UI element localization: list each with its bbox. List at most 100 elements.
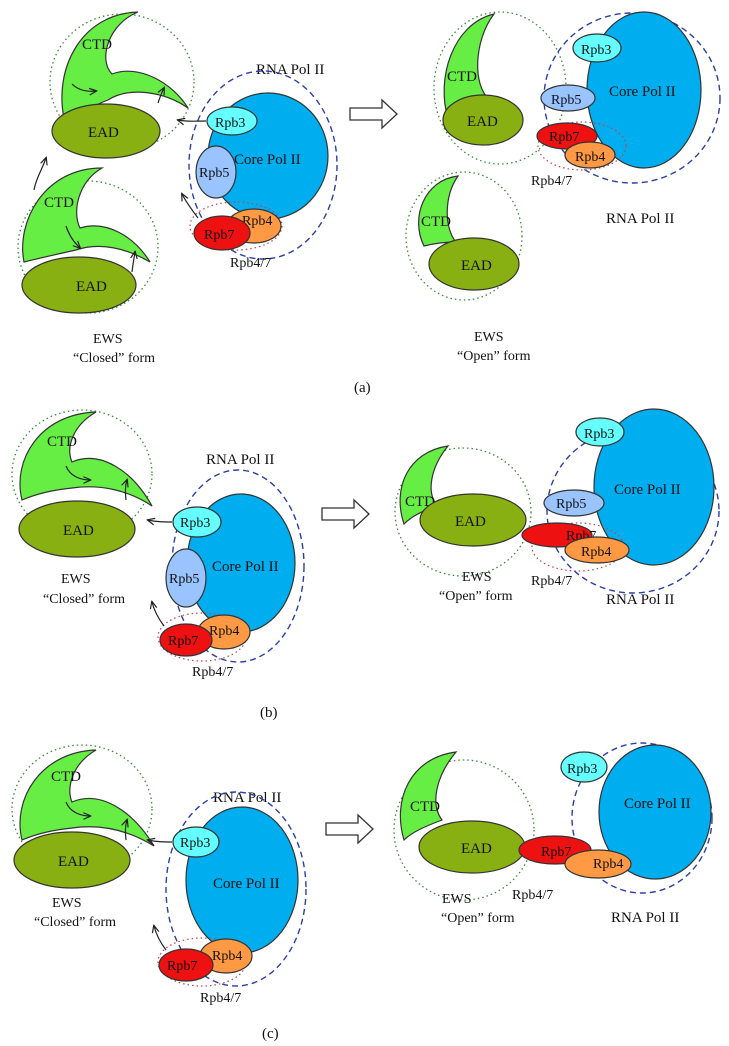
ctd-label: CTD: [421, 214, 451, 230]
arrow: [125, 820, 127, 841]
pol-dashed-outline: [165, 791, 307, 987]
arrow: [178, 120, 207, 121]
ctd-shape: [61, 11, 189, 119]
arrow: [71, 83, 96, 91]
core-pol-ii: [593, 408, 715, 566]
rpb3: [172, 506, 222, 538]
ews-open: CTD EAD: [393, 751, 535, 901]
ead-shape: [18, 500, 136, 558]
dotted-outline: [17, 180, 159, 314]
rpb4-label: Rpb4: [242, 214, 272, 229]
rpb4-label: Rpb4: [212, 949, 242, 964]
rpb47-dotted-outline: [189, 201, 283, 251]
rna-pol-ii-label: RNA Pol II: [606, 592, 674, 608]
arrow: [65, 225, 80, 248]
panel-b: CTD EAD EWS “Closed” form RNA Pol II Cor…: [11, 408, 720, 721]
transition-arrow: [349, 98, 398, 130]
ctd-label: CTD: [44, 195, 74, 211]
open-form-label: “Open” form: [457, 349, 531, 364]
ews-label: EWS: [52, 896, 82, 911]
rpb7-label: Rpb7: [541, 845, 571, 860]
ctd-shape: [19, 749, 155, 847]
arrow: [182, 194, 199, 219]
ead-shape: [13, 831, 131, 889]
rpb3: [575, 417, 625, 447]
rpb3-label: Rpb3: [581, 43, 611, 58]
rpb47-label: Rpb4/7: [512, 888, 553, 903]
ctd-label: CTD: [51, 769, 81, 785]
transition-arrow: [325, 813, 374, 845]
rpb3: [572, 33, 622, 63]
core-pol-ii-label: Core Pol II: [212, 559, 279, 575]
ews-closed-upper: CTD EAD: [49, 11, 195, 159]
ead-shape: [419, 493, 527, 547]
rna-pol-ii-closed: RNA Pol II Core Pol II Rpb3 Rpb4 Rpb7 Rp…: [148, 790, 307, 1006]
arrow: [125, 480, 127, 501]
rpb3-label: Rpb3: [215, 116, 245, 131]
ead-label: EAD: [63, 523, 94, 539]
rpb5: [543, 489, 605, 517]
dotted-outline: [11, 744, 153, 874]
dotted-outline: [393, 759, 535, 901]
arrow: [157, 88, 164, 104]
rpb3: [560, 751, 608, 783]
ead-shape: [51, 103, 161, 159]
rpb5-label: Rpb5: [199, 166, 229, 181]
core-pol-ii-label: Core Pol II: [213, 876, 280, 892]
core-pol-ii-label: Core Pol II: [624, 796, 691, 812]
rna-pol-ii-label: RNA Pol II: [611, 910, 679, 926]
arrow: [33, 158, 46, 191]
arrow: [65, 465, 90, 480]
ews-label: EWS: [442, 892, 472, 907]
rpb47-dotted-outline: [537, 121, 627, 171]
rna-pol-ii-open: Core Pol II Rpb3 Rpb5 Rpb7 Rpb4 Rpb4/7 R…: [521, 408, 720, 608]
dotted-outline: [11, 409, 153, 539]
ctd-shape: [418, 175, 460, 247]
pol-dashed-outline: [571, 742, 713, 894]
dotted-outline: [405, 171, 523, 301]
rpb5: [540, 84, 596, 112]
rpb3-label: Rpb3: [180, 516, 210, 531]
rpb7: [193, 215, 251, 251]
arrow: [148, 520, 173, 522]
core-pol-ii-label: Core Pol II: [609, 84, 676, 100]
rpb4-label: Rpb4: [575, 150, 605, 165]
rpb3-label: Rpb3: [567, 762, 597, 777]
rpb7-label: Rpb7: [549, 130, 579, 145]
rna-pol-ii-open: Core Pol II Rpb3 Rpb5 Rpb7 Rpb4 Rpb4/7 R…: [531, 11, 721, 227]
rpb7-label: Rpb7: [167, 959, 197, 974]
pol-dashed-outline: [188, 70, 338, 260]
rpb7-label: Rpb7: [168, 634, 198, 649]
ews-closed-lower: CTD EAD: [17, 167, 159, 314]
rna-pol-ii-closed: RNA Pol II Core Pol II Rpb3 Rpb5 Rpb4 Rp…: [148, 452, 305, 680]
ews-open-lower: CTD EAD: [405, 171, 523, 301]
rpb47-label: Rpb4/7: [531, 574, 572, 589]
panel-caption: (b): [260, 705, 278, 721]
ead-label: EAD: [455, 514, 486, 530]
arrow: [154, 926, 167, 951]
rpb5-label: Rpb5: [556, 497, 586, 512]
core-pol-ii: [598, 744, 712, 880]
rpb5: [195, 145, 237, 199]
rpb5-label: Rpb5: [169, 572, 199, 587]
panel-a: CTD EAD CTD EAD EWS “Closed” form RNA Po…: [17, 11, 721, 396]
ews-closed: CTD EAD: [11, 409, 153, 558]
rpb4-label: Rpb4: [581, 545, 611, 560]
ctd-label: CTD: [82, 37, 112, 53]
core-pol-ii-label: Core Pol II: [614, 482, 681, 498]
ews-open: CTD EAD: [394, 445, 532, 577]
ews-label: EWS: [474, 330, 504, 345]
arrow: [152, 602, 165, 627]
closed-form-label: “Closed” form: [73, 351, 155, 366]
arrow: [65, 801, 90, 816]
rpb3-label: Rpb3: [584, 427, 614, 442]
rpb5-label: Rpb5: [551, 93, 581, 108]
rna-pol-ii-closed: RNA Pol II Core Pol II Rpb3 Rpb5 Rpb4 Rp…: [178, 62, 338, 271]
rpb4: [564, 849, 632, 879]
rpb4: [564, 536, 630, 564]
ead-label: EAD: [88, 125, 119, 141]
rpb7: [159, 623, 213, 657]
rpb7: [158, 948, 214, 982]
ead-shape: [21, 256, 137, 314]
closed-form-label: “Closed” form: [43, 592, 125, 607]
